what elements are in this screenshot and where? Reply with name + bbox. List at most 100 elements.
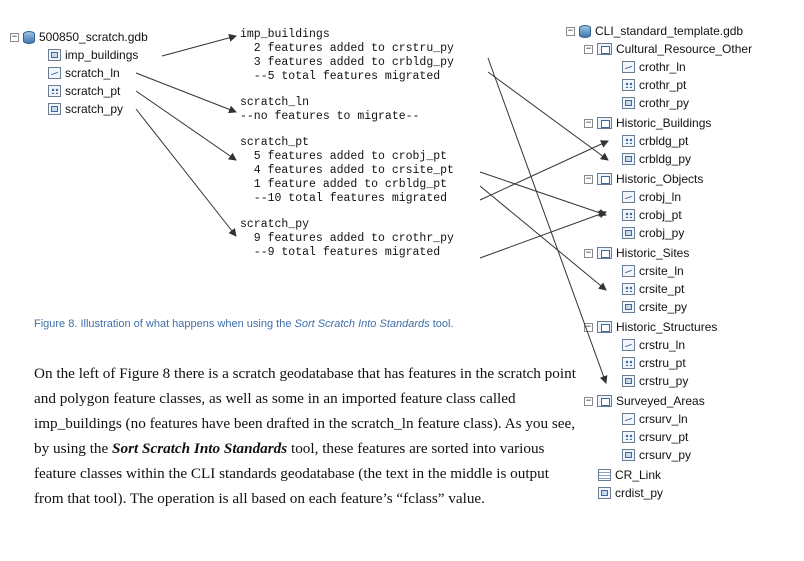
caption-suffix: tool. bbox=[429, 318, 454, 330]
arrow-imp-buildings bbox=[161, 33, 237, 57]
tree-item-label: crstru_pt bbox=[639, 356, 686, 370]
tree-item-crsite-pt[interactable]: crsite_pt bbox=[622, 280, 684, 298]
arrow-scratch-py bbox=[135, 108, 237, 237]
output-block-imp-buildings: imp_buildings 2 features added to crstru… bbox=[240, 28, 495, 84]
collapse-toggle-icon[interactable]: − bbox=[584, 321, 593, 332]
tree-item-label: crdist_py bbox=[615, 486, 664, 500]
tree-item-scratch-pt[interactable]: scratch_pt bbox=[48, 82, 120, 100]
arrow-to-crbldg-py bbox=[487, 71, 609, 161]
tree-item-label: crsite_py bbox=[639, 300, 688, 314]
tree-item-crobj-py[interactable]: crobj_py bbox=[622, 224, 684, 242]
tree-item-crbldg-pt[interactable]: crbldg_pt bbox=[622, 132, 688, 150]
tree-item-crothr-py[interactable]: crothr_py bbox=[622, 94, 689, 112]
tree-item-scratch-ln[interactable]: scratch_ln bbox=[48, 64, 120, 82]
feature-dataset-icon bbox=[597, 43, 612, 55]
output-line: 3 features added to crbldg_py bbox=[240, 56, 454, 69]
tree-item-label: scratch_py bbox=[65, 102, 124, 116]
collapse-toggle-icon[interactable]: − bbox=[566, 25, 575, 36]
output-line: 4 features added to crsite_pt bbox=[240, 164, 454, 177]
tree-item-label: crsite_pt bbox=[639, 282, 685, 296]
collapse-toggle-icon[interactable]: − bbox=[10, 31, 19, 42]
dataset-historic-buildings[interactable]: − Historic_Buildings bbox=[584, 114, 711, 132]
paragraph-tool-name: Sort Scratch Into Standards bbox=[112, 440, 288, 457]
tree-item-crsurv-pt[interactable]: crsurv_pt bbox=[622, 428, 688, 446]
tree-item-crstru-ln[interactable]: crstru_ln bbox=[622, 336, 685, 354]
tree-item-label: scratch_pt bbox=[65, 84, 121, 98]
tree-item-cr-link[interactable]: CR_Link bbox=[598, 466, 661, 484]
point-feature-class-icon bbox=[622, 431, 635, 443]
output-line: --9 total features migrated bbox=[240, 246, 441, 259]
dataset-label: Cultural_Resource_Other bbox=[616, 42, 753, 56]
polygon-feature-class-icon bbox=[622, 449, 635, 461]
tree-item-label: crbldg_py bbox=[639, 152, 692, 166]
line-feature-class-icon bbox=[622, 265, 635, 277]
output-line: 2 features added to crstru_py bbox=[240, 42, 454, 55]
tree-item-crsurv-py[interactable]: crsurv_py bbox=[622, 446, 691, 464]
collapse-toggle-icon[interactable]: − bbox=[584, 395, 593, 406]
tree-item-crothr-pt[interactable]: crothr_pt bbox=[622, 76, 686, 94]
point-feature-class-icon bbox=[48, 85, 61, 97]
dataset-surveyed-areas[interactable]: − Surveyed_Areas bbox=[584, 392, 705, 410]
feature-dataset-icon bbox=[597, 247, 612, 259]
polygon-feature-class-icon bbox=[622, 227, 635, 239]
tree-item-crstru-pt[interactable]: crstru_pt bbox=[622, 354, 686, 372]
output-line: 9 features added to crothr_py bbox=[240, 232, 454, 245]
dataset-label: Surveyed_Areas bbox=[616, 394, 705, 408]
arrow-to-crbldg-pt bbox=[479, 140, 609, 201]
feature-dataset-icon bbox=[597, 117, 612, 129]
output-block-title: scratch_ln bbox=[240, 96, 310, 109]
tree-item-label: crothr_ln bbox=[639, 60, 686, 74]
tree-item-crsurv-ln[interactable]: crsurv_ln bbox=[622, 410, 688, 428]
standards-gdb-node[interactable]: − CLI_standard_template.gdb bbox=[566, 22, 743, 40]
caption-tool-name: Sort Scratch Into Standards bbox=[294, 318, 430, 330]
dataset-label: Historic_Sites bbox=[616, 246, 690, 260]
output-block-scratch-py: scratch_py 9 features added to crothr_py… bbox=[240, 218, 495, 260]
tree-item-label: scratch_ln bbox=[65, 66, 120, 80]
output-block-scratch-pt: scratch_pt 5 features added to crobj_pt … bbox=[240, 136, 495, 206]
tree-item-crstru-py[interactable]: crstru_py bbox=[622, 372, 688, 390]
scratch-gdb-node[interactable]: − 500850_scratch.gdb bbox=[10, 28, 148, 46]
tree-item-crbldg-py[interactable]: crbldg_py bbox=[622, 150, 691, 168]
arrow-scratch-ln bbox=[135, 72, 237, 114]
polygon-feature-class-icon bbox=[598, 487, 611, 499]
feature-dataset-icon bbox=[597, 173, 612, 185]
collapse-toggle-icon[interactable]: − bbox=[584, 117, 593, 128]
output-block-title: scratch_pt bbox=[240, 136, 310, 149]
arrow-to-crothr-py bbox=[479, 210, 607, 259]
point-feature-class-icon bbox=[622, 135, 635, 147]
dataset-cultural-resource-other[interactable]: − Cultural_Resource_Other bbox=[584, 40, 752, 58]
dataset-historic-sites[interactable]: − Historic_Sites bbox=[584, 244, 689, 262]
dataset-historic-structures[interactable]: − Historic_Structures bbox=[584, 318, 717, 336]
tree-item-crobj-pt[interactable]: crobj_pt bbox=[622, 206, 682, 224]
collapse-toggle-icon[interactable]: − bbox=[584, 173, 593, 184]
arrow-to-crstru-py bbox=[487, 57, 608, 384]
tree-item-imp-buildings[interactable]: imp_buildings bbox=[48, 46, 138, 64]
polygon-feature-class-icon bbox=[48, 103, 61, 115]
tree-item-label: crsurv_py bbox=[639, 448, 692, 462]
scratch-gdb-label: 500850_scratch.gdb bbox=[39, 30, 148, 44]
dataset-label: Historic_Objects bbox=[616, 172, 704, 186]
tree-item-crothr-ln[interactable]: crothr_ln bbox=[622, 58, 686, 76]
line-feature-class-icon bbox=[622, 191, 635, 203]
arrow-to-crobj-pt bbox=[479, 171, 607, 217]
tree-item-crobj-ln[interactable]: crobj_ln bbox=[622, 188, 681, 206]
tree-item-crsite-py[interactable]: crsite_py bbox=[622, 298, 687, 316]
point-feature-class-icon bbox=[622, 209, 635, 221]
tree-item-crsite-ln[interactable]: crsite_ln bbox=[622, 262, 684, 280]
output-line: --5 total features migrated bbox=[240, 70, 441, 83]
tree-item-label: crstru_py bbox=[639, 374, 689, 388]
output-block-scratch-ln: scratch_ln --no features to migrate-- bbox=[240, 96, 495, 124]
paragraph-text: On the left of Figure 8 there is a scrat… bbox=[34, 365, 576, 457]
collapse-toggle-icon[interactable]: − bbox=[584, 43, 593, 54]
dataset-historic-objects[interactable]: − Historic_Objects bbox=[584, 170, 703, 188]
tree-item-label: crsurv_pt bbox=[639, 430, 689, 444]
feature-dataset-icon bbox=[597, 395, 612, 407]
tree-item-scratch-py[interactable]: scratch_py bbox=[48, 100, 123, 118]
output-block-title: scratch_py bbox=[240, 218, 310, 231]
line-feature-class-icon bbox=[622, 413, 635, 425]
tree-item-label: crsurv_ln bbox=[639, 412, 688, 426]
arrow-to-crsite-pt bbox=[479, 185, 607, 291]
tree-item-crdist-py[interactable]: crdist_py bbox=[598, 484, 663, 502]
collapse-toggle-icon[interactable]: − bbox=[584, 247, 593, 258]
